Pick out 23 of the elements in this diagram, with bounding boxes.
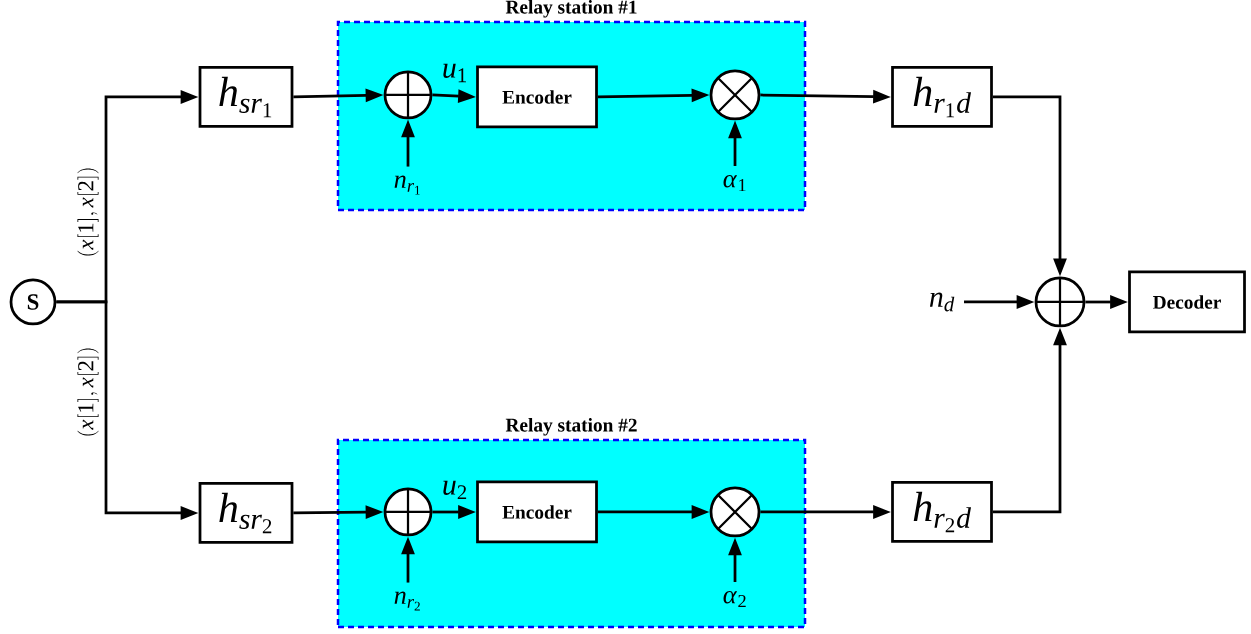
signal-label: $u_1$	[443, 63, 466, 83]
noise-label: $n_{r_1}$	[394, 175, 420, 195]
noise-label: $n_{r_2}$	[394, 591, 420, 611]
encoder-box: Encoder	[476, 480, 598, 544]
adder-circle	[1034, 276, 1086, 328]
gain-label: $\alpha_2$	[723, 590, 746, 608]
multiplier-circle	[709, 486, 761, 538]
decoder-box: Decoder	[1128, 270, 1246, 334]
noise-label: $n_d$	[929, 292, 955, 312]
gain-label: $\alpha_1$	[723, 174, 746, 192]
adder-circle	[383, 70, 433, 120]
channel-box: $h_{sr_1}$	[198, 66, 294, 128]
adder-circle	[383, 487, 433, 537]
channel-box: $h_{r_1 d}$	[891, 66, 993, 128]
multiplier-circle	[709, 69, 761, 121]
encoder-box: Encoder	[476, 65, 598, 129]
signal-label: $(x[1],x[2])$	[77, 348, 99, 436]
signal-label: $u_2$	[443, 480, 467, 500]
node-label: Relay station #2	[505, 418, 637, 436]
channel-box: $h_{sr_2}$	[198, 482, 294, 544]
signal-label: $(x[1],x[2])$	[77, 168, 99, 256]
channel-box: $h_{r_2 d}$	[891, 481, 993, 543]
node-label: Relay station #1	[505, 0, 637, 18]
